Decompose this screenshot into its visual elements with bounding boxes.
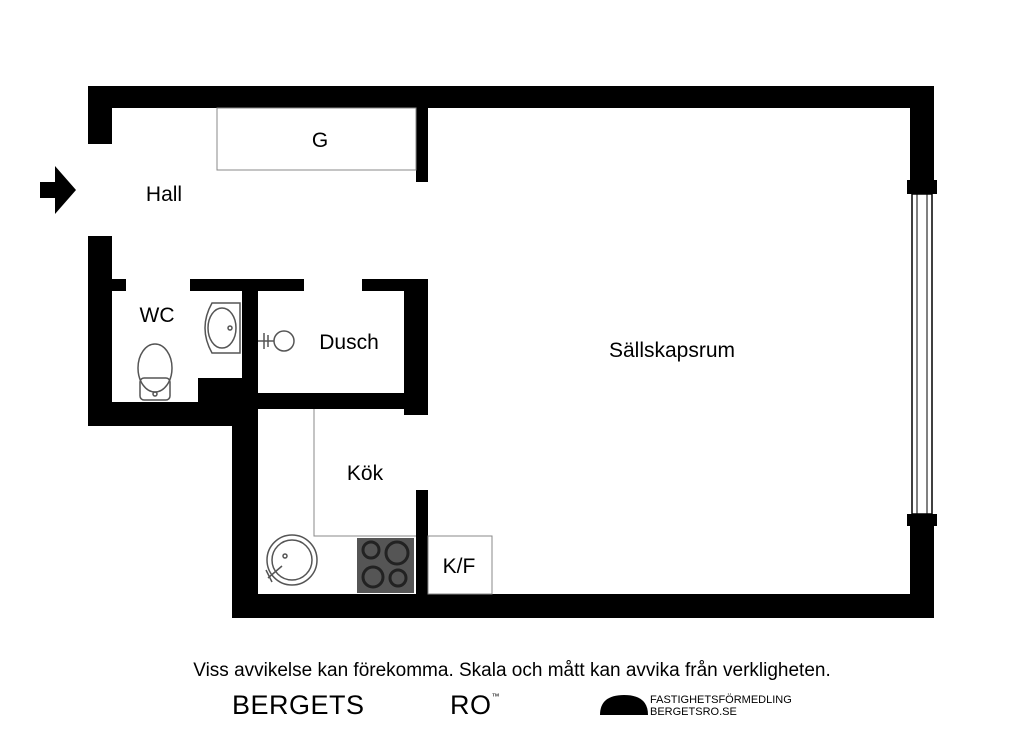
walls (88, 86, 934, 618)
brand-name-right: RO™ (450, 690, 500, 721)
wall-shower-kitchen (242, 393, 428, 409)
wall-top (88, 86, 934, 108)
kitchen-sink-icon (265, 534, 318, 586)
agency-info: FASTIGHETSFÖRMEDLING BERGETSRO.SE (650, 694, 792, 718)
brand-name-left: BERGETS (232, 690, 365, 720)
wall-kitchen-left (232, 402, 258, 618)
room-label-wardrobe: G (312, 129, 328, 152)
wall-kitchen-right (416, 490, 428, 600)
room-label-kitchen: Kök (347, 462, 384, 485)
shower-icon (258, 330, 295, 352)
entrance-arrow-icon (40, 166, 76, 214)
room-label-fridge: K/F (443, 555, 476, 578)
wall-left-upper (88, 86, 112, 144)
floor-plan: G Hall WC Dusch Sällskapsrum Kök K/F (40, 86, 937, 618)
sink-icon (204, 302, 241, 354)
agency-line-1: FASTIGHETSFÖRMEDLING (650, 694, 792, 706)
kitchen-counter (313, 409, 416, 537)
wall-shower-right (404, 279, 428, 415)
wall-wc-top-stub (112, 279, 126, 291)
wall-right-lower (910, 518, 934, 618)
toilet-icon (137, 343, 173, 401)
room-label-living-room: Sällskapsrum (609, 339, 735, 362)
room-label-wc: WC (140, 304, 175, 327)
wall-bottom (232, 594, 934, 618)
room-label-shower: Dusch (319, 331, 379, 354)
room-label-hall: Hall (146, 183, 182, 206)
wardrobe-outline (216, 107, 417, 171)
brand-name-right-text: RO (450, 690, 492, 720)
stove-icon (357, 538, 414, 593)
window-icon (907, 180, 937, 526)
fridge-outline (427, 535, 493, 595)
logo-dome-icon (600, 695, 648, 715)
wall-left-lower (88, 236, 112, 426)
wall-wc-block (198, 378, 242, 408)
wall-right-upper (910, 86, 934, 192)
disclaimer-text: Viss avvikelse kan förekomma. Skala och … (193, 660, 831, 681)
agency-line-2: BERGETSRO.SE (650, 706, 737, 718)
trademark-symbol: ™ (491, 692, 500, 701)
wall-wc-shower (242, 279, 258, 417)
wall-wardrobe-divider (416, 106, 428, 182)
